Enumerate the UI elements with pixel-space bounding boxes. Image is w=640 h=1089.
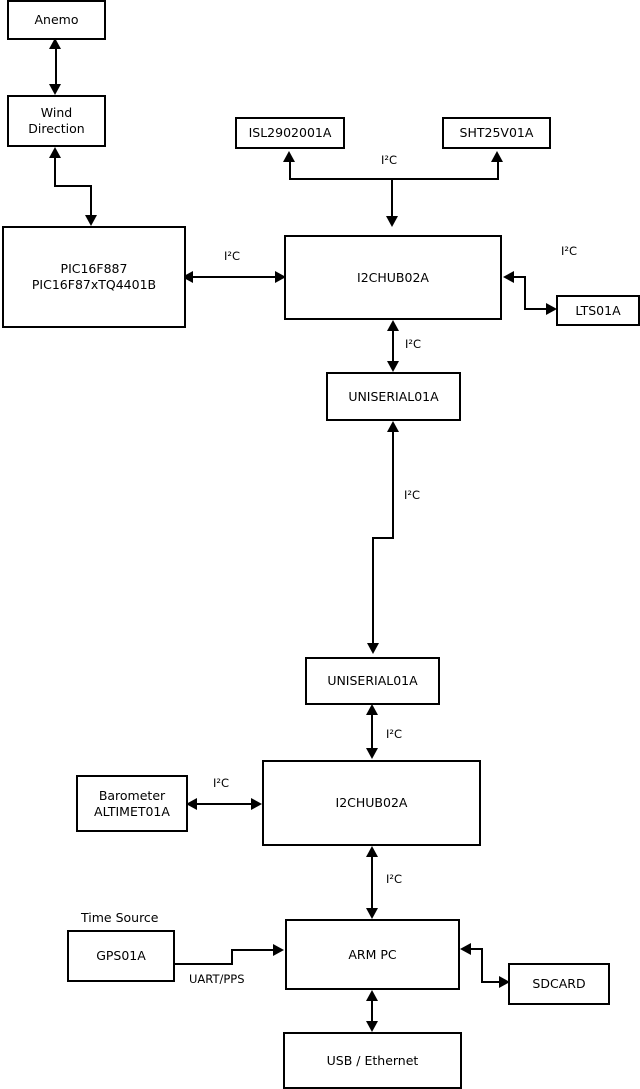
node-uniserial01a-bottom[interactable]: UNISERIAL01A <box>305 657 440 705</box>
edge-anemo-wind <box>55 48 57 90</box>
arrowhead-up-arm-usb <box>366 990 378 1001</box>
arrowhead-down-wind <box>49 84 61 95</box>
edge-label-gps-arm: UART/PPS <box>189 972 245 986</box>
arrowhead-up-hub-arm <box>366 846 378 857</box>
arrowhead-left-hub-lts <box>503 271 514 283</box>
edge-label-hub-arm: I²C <box>386 872 403 886</box>
edge-hub-sht-seg <box>497 162 499 180</box>
edge-uniserial-link-seg-up <box>392 432 394 539</box>
node-gps01a[interactable]: GPS01A <box>67 930 175 982</box>
edge-arm-sdcard-seg-v <box>481 948 483 982</box>
node-usb-eth-label: USB / Ethernet <box>326 1052 419 1068</box>
arrowhead-left-pic <box>182 271 193 283</box>
node-usb-ethernet[interactable]: USB / Ethernet <box>283 1032 462 1089</box>
edge-label-sensors-hub: I²C <box>381 153 398 167</box>
edge-pic-wind-seg-up <box>54 158 56 187</box>
arrowhead-left-barometer <box>186 798 197 810</box>
arrowhead-up-hub-uni <box>387 320 399 331</box>
edge-hub-sensors-bus <box>289 178 499 180</box>
annotation-time-source: Time Source <box>81 910 159 925</box>
arrowhead-up-sht <box>491 151 503 162</box>
node-uniserial-bottom-label: UNISERIAL01A <box>327 673 418 689</box>
edge-hub-lts-seg-v <box>524 276 526 309</box>
edge-hub-isl-seg <box>289 162 291 180</box>
edge-uniserial-hub-bottom <box>371 714 373 751</box>
edge-uniserial-link-seg-h <box>372 537 394 539</box>
node-pic-label: PIC16F887 PIC16F87xTQ4401B <box>31 261 157 292</box>
edge-gps-arm-seg-h2 <box>231 949 275 951</box>
arrowhead-down-usb <box>366 1021 378 1032</box>
edge-arm-usb <box>371 1000 373 1024</box>
arrowhead-right-hub <box>275 271 286 283</box>
node-uniserial-top-label: UNISERIAL01A <box>348 388 439 404</box>
edge-arm-sdcard-seg-in <box>469 948 483 950</box>
node-anemo[interactable]: Anemo <box>7 0 106 40</box>
node-anemo-label: Anemo <box>34 12 79 28</box>
node-wind-direction[interactable]: Wind Direction <box>7 95 106 147</box>
edge-barometer-hub <box>195 803 259 805</box>
node-isl2902001a[interactable]: ISL2902001A <box>235 117 345 149</box>
edge-hub-arm <box>371 856 373 910</box>
edge-label-pic-hub: I²C <box>224 249 241 263</box>
arrowhead-up-wind <box>49 147 61 158</box>
node-sht-label: SHT25V01A <box>459 125 534 141</box>
node-isl-label: ISL2902001A <box>248 125 332 141</box>
edge-label-uniserial-hub-bottom: I²C <box>386 727 403 741</box>
edge-pic-hub <box>192 276 280 278</box>
arrowhead-right-lts <box>546 303 557 315</box>
edge-gps-arm-seg-h1 <box>175 963 233 965</box>
node-hub-bottom-label: I2CHUB02A <box>335 795 408 811</box>
node-barometer-altimet01a[interactable]: Barometer ALTIMET01A <box>76 775 188 832</box>
edge-hub-uniserial <box>392 330 394 364</box>
edge-label-uniserial-link: I²C <box>404 488 421 502</box>
node-sdcard[interactable]: SDCARD <box>508 963 610 1005</box>
node-sdcard-label: SDCARD <box>532 976 586 992</box>
node-pic-microcontroller[interactable]: PIC16F887 PIC16F87xTQ4401B <box>2 226 186 328</box>
edge-label-barometer-hub: I²C <box>213 776 230 790</box>
arrowhead-up-uniserial-top <box>387 421 399 432</box>
arrowhead-down-uniserial-bottom <box>367 643 379 654</box>
node-wind-direction-label: Wind Direction <box>28 105 85 136</box>
edge-pic-wind-seg-h <box>54 185 92 187</box>
arrowhead-down-uniserial-top <box>387 361 399 372</box>
edge-pic-wind-seg-down <box>90 185 92 216</box>
arrowhead-up-anemo <box>49 38 61 49</box>
node-hub-top-label: I2CHUB02A <box>357 269 429 285</box>
arrowhead-down-pic <box>85 215 97 226</box>
edge-hub-lts-seg-out <box>524 308 548 310</box>
arrowhead-right-arm-pc <box>273 944 284 956</box>
edge-sensors-hub-seg <box>391 178 393 218</box>
node-barometer-label: Barometer ALTIMET01A <box>94 787 170 819</box>
node-uniserial01a-top[interactable]: UNISERIAL01A <box>326 372 461 421</box>
arrowhead-left-arm-sd <box>460 943 471 955</box>
arrowhead-right-sdcard <box>499 976 510 988</box>
edge-arm-sdcard-seg-out <box>481 981 501 983</box>
node-sht25v01a[interactable]: SHT25V01A <box>442 117 551 149</box>
arrowhead-down-arm <box>366 908 378 919</box>
node-lts-label: LTS01A <box>575 302 621 318</box>
arrowhead-down-hub-bottom <box>366 748 378 759</box>
node-arm-pc-label: ARM PC <box>348 946 397 962</box>
arrowhead-right-hub-bottom <box>251 798 262 810</box>
arrowhead-up-uniserial-bot <box>366 704 378 715</box>
edge-gps-arm-seg-v <box>231 949 233 965</box>
node-arm-pc[interactable]: ARM PC <box>285 919 460 990</box>
edge-hub-lts-seg-in <box>512 276 526 278</box>
node-i2chub02a-top[interactable]: I2CHUB02A <box>284 235 502 320</box>
node-gps-label: GPS01A <box>96 948 146 964</box>
node-lts01a[interactable]: LTS01A <box>556 295 640 326</box>
arrowhead-down-hub-top <box>386 216 398 227</box>
edge-label-hub-lts: I²C <box>561 244 578 258</box>
edge-uniserial-link-seg-down <box>372 537 374 644</box>
arrowhead-up-isl <box>283 151 295 162</box>
node-i2chub02a-bottom[interactable]: I2CHUB02A <box>262 760 481 846</box>
edge-label-hub-uniserial: I²C <box>405 337 422 351</box>
